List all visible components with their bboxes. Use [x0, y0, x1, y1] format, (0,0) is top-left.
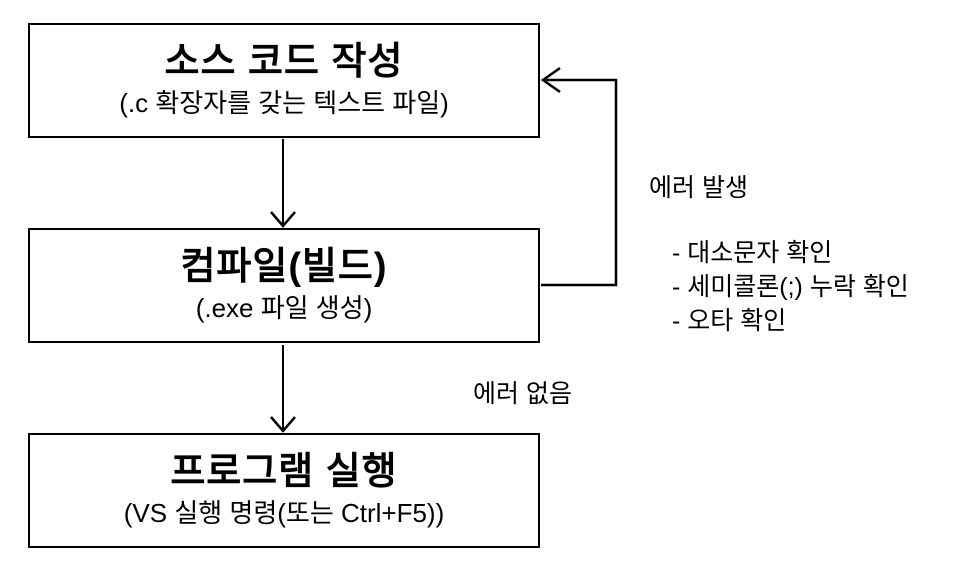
node-compile-build: 컴파일(빌드) (.exe 파일 생성) — [28, 228, 540, 343]
no-error-label: 에러 없음 — [473, 380, 572, 408]
node-write-source: 소스 코드 작성 (.c 확장자를 갖는 텍스트 파일) — [28, 23, 540, 138]
node-run-program-subtitle: (VS 실행 명령(또는 Ctrl+F5)) — [123, 497, 445, 528]
node-write-source-subtitle: (.c 확장자를 갖는 텍스트 파일) — [119, 87, 449, 118]
error-occurred-label: 에러 발생 — [649, 174, 748, 202]
arrow-compile-to-run — [270, 345, 296, 433]
error-checklist: - 대소문자 확인 - 세미콜론(;) 누락 확인 - 오타 확인 — [672, 236, 909, 338]
arrow-source-to-compile — [270, 139, 296, 228]
checklist-item-case: - 대소문자 확인 — [672, 239, 833, 267]
checklist-item-semicolon: - 세미콜론(;) 누락 확인 — [672, 273, 909, 301]
node-run-program: 프로그램 실행 (VS 실행 명령(또는 Ctrl+F5)) — [28, 433, 540, 548]
node-compile-build-subtitle: (.exe 파일 생성) — [195, 292, 373, 323]
node-write-source-title: 소스 코드 작성 — [164, 41, 404, 84]
checklist-item-typo: - 오타 확인 — [672, 307, 787, 335]
node-compile-build-title: 컴파일(빌드) — [180, 246, 388, 289]
node-run-program-title: 프로그램 실행 — [170, 451, 398, 494]
arrow-error-feedback — [540, 66, 618, 287]
